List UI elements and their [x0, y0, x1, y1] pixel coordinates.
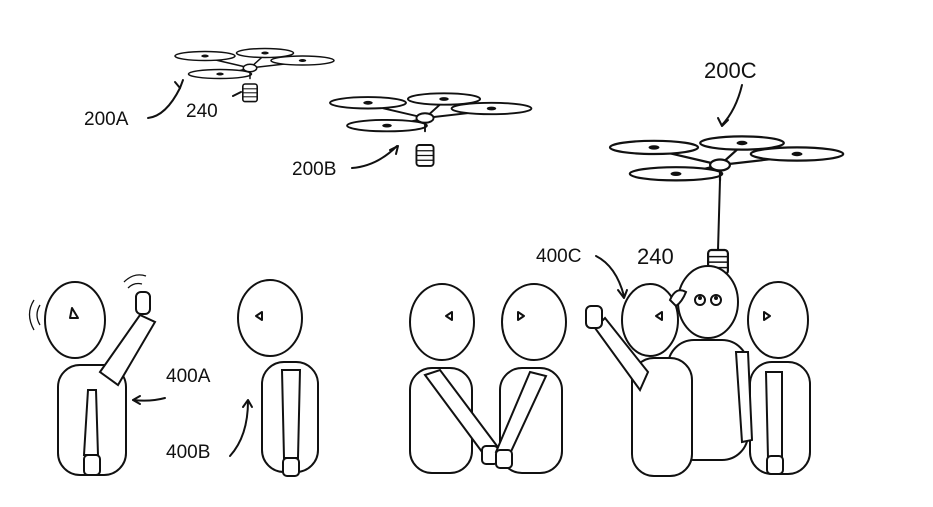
drone-200c: [608, 135, 845, 182]
label-240-c: 240: [637, 244, 674, 269]
person-group-right: [734, 281, 811, 475]
person-pair-left: [409, 283, 502, 474]
label-200b: 200B: [292, 159, 336, 180]
label-200c: 200C: [704, 58, 757, 83]
leader-400a: [132, 397, 166, 402]
leader-200c: [721, 84, 743, 126]
drone-200a: [174, 47, 335, 80]
label-400c: 400C: [536, 246, 581, 267]
leader-240-a: [232, 91, 242, 97]
tether: [717, 179, 721, 251]
person-400a: [28, 274, 157, 476]
leader-400c: [595, 255, 625, 297]
label-400b: 400B: [166, 442, 210, 463]
payload-240-b: [415, 144, 435, 167]
person-pair-right: [494, 283, 567, 474]
person-400b: [237, 279, 319, 477]
leader-400b: [229, 400, 249, 457]
label-240-a: 240: [186, 101, 218, 122]
leader-200a: [147, 87, 181, 119]
person-400c: [585, 283, 693, 477]
drone-200b: [329, 92, 533, 133]
label-200a: 200A: [84, 109, 129, 130]
payload-240-a: [242, 83, 259, 103]
label-400a: 400A: [166, 366, 211, 387]
